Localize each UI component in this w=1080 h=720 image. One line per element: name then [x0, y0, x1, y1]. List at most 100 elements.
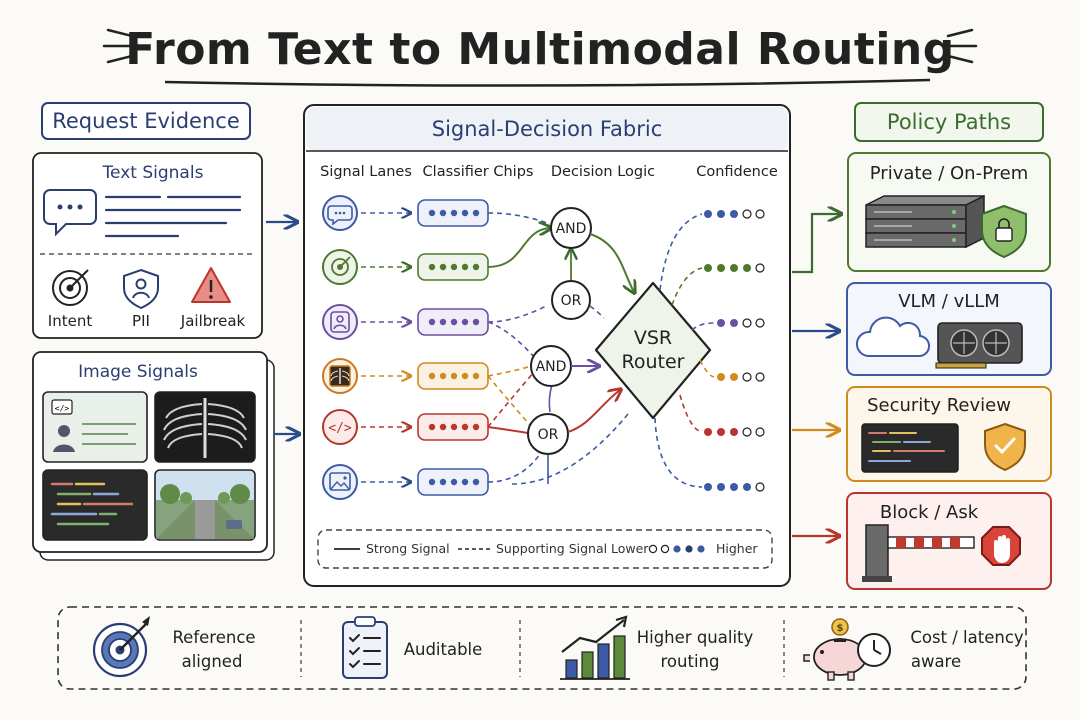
or1-to-router-link — [589, 305, 605, 319]
benefits-border — [57, 606, 1027, 690]
gate-and-2: AND — [530, 345, 572, 387]
or2-to-router-link — [567, 390, 620, 433]
gpu-card-icon — [935, 322, 1023, 369]
classifier-chip-4 — [417, 362, 489, 390]
image-signals-title: Image Signals — [78, 362, 198, 382]
confidence-row-1 — [704, 209, 765, 219]
shield-lock-icon — [981, 204, 1027, 259]
stop-hand-icon — [981, 526, 1021, 566]
title-underline — [164, 78, 931, 87]
growth-chart-icon — [560, 615, 630, 680]
text-lines-icon — [104, 195, 242, 238]
legend-strong-label: Strong Signal — [366, 541, 450, 556]
gate-or-2: OR — [527, 413, 569, 455]
confidence-row-2 — [704, 263, 765, 273]
policy-label-block: Block / Ask — [880, 502, 979, 523]
benefit-3-line2: routing — [661, 652, 720, 671]
router-to-conf-5 — [679, 394, 703, 433]
chip3-to-or-link — [487, 304, 549, 323]
confidence-row-6 — [704, 482, 765, 492]
and1-to-router-link — [589, 233, 634, 292]
benefit-1-line1: Reference — [172, 628, 255, 647]
xray-thumbnail-icon — [154, 391, 256, 463]
router-label-line2: Router — [622, 351, 685, 373]
vsr-router-node: VSR Router — [594, 281, 712, 420]
gate-and-2-label: AND — [536, 359, 567, 375]
cloud-icon — [856, 316, 930, 358]
column-decision-logic: Decision Logic — [551, 164, 655, 180]
target-arrow-icon — [92, 616, 150, 678]
legend-confidence-scale — [648, 544, 705, 554]
confidence-row-4 — [717, 372, 765, 382]
router-to-conf-4 — [699, 359, 715, 378]
code-screen-icon — [861, 423, 959, 473]
chip2-to-and-link — [487, 228, 550, 268]
request-evidence-header-box — [41, 102, 251, 140]
code-screen-thumbnail-icon — [42, 469, 148, 541]
signal-decision-fabric-panel: Signal-Decision Fabric Signal Lanes Clas… — [303, 104, 791, 587]
lane-image-icon — [322, 464, 358, 500]
router-label-line1: VSR — [634, 327, 672, 349]
shield-check-icon — [984, 422, 1026, 472]
column-classifier-chips: Classifier Chips — [423, 164, 534, 180]
lane-xray-icon — [322, 358, 358, 394]
checklist-icon — [342, 616, 388, 679]
chip4-to-or2-link — [487, 375, 531, 426]
title-accent-right-icon — [946, 28, 978, 64]
chip4-to-and2-link — [487, 365, 533, 377]
svg-text:</>: </> — [328, 421, 352, 436]
legend-higher-label: Higher — [716, 541, 758, 556]
piggy-bank-clock-icon: $ — [803, 618, 891, 681]
policy-label-private: Private / On-Prem — [870, 163, 1028, 184]
lane-person-badge-icon — [322, 304, 358, 340]
svg-text:</>: </> — [55, 404, 70, 413]
lane-chat-icon — [322, 195, 358, 231]
benefits-bar: Reference aligned Auditable Higher quali… — [57, 606, 1027, 690]
chip3-to-and2-link — [487, 321, 535, 358]
chat-bubble-icon — [43, 189, 97, 237]
gate-or-1: OR — [551, 280, 591, 320]
lane6-to-router-link — [511, 413, 629, 485]
server-rack-icon — [865, 194, 985, 249]
title-group: From Text to Multimodal Routing — [102, 24, 978, 87]
router-to-conf-3 — [691, 322, 715, 331]
street-photo-thumbnail-icon — [154, 469, 256, 541]
chip6-to-or2-link — [487, 453, 541, 483]
classifier-chip-5 — [417, 413, 489, 441]
fabric-header-bg — [306, 107, 788, 151]
page-title: From Text to Multimodal Routing — [125, 24, 955, 75]
jailbreak-label: Jailbreak — [180, 312, 246, 330]
confidence-row-5 — [704, 427, 765, 437]
gate-or-2-label: OR — [538, 427, 559, 443]
request-evidence-header: Request Evidence — [52, 109, 240, 133]
confidence-row-3 — [717, 318, 765, 328]
legend-lower-label: Lower — [611, 541, 649, 556]
policy-paths-header-box — [854, 102, 1044, 142]
barrier-gate-icon — [862, 524, 975, 582]
benefit-3-line1: Higher quality — [637, 628, 754, 647]
fabric-header: Signal-Decision Fabric — [432, 117, 663, 141]
classifier-chip-6 — [417, 468, 489, 496]
fabric-legend: Strong Signal Supporting Signal Lower Hi… — [317, 529, 773, 569]
chip5-to-and2-link — [487, 371, 535, 428]
svg-text:$: $ — [837, 623, 844, 634]
policy-paths-header: Policy Paths — [887, 110, 1011, 134]
classifier-chip-2 — [417, 253, 489, 281]
pii-label: PII — [132, 312, 150, 330]
router-to-conf-2 — [671, 267, 703, 306]
text-signals-title: Text Signals — [102, 163, 204, 183]
gate-or-1-label: OR — [561, 293, 582, 309]
title-accent-left-icon — [102, 28, 134, 64]
lane-target-icon — [322, 249, 358, 285]
or2-to-and2-link — [548, 384, 553, 413]
lane-code-icon: </> — [322, 409, 358, 445]
benefit-2-line1: Auditable — [404, 640, 483, 659]
id-card-thumbnail-icon: </> — [42, 391, 148, 463]
policy-paths-panel: Policy Paths Private / On-Prem VLM / vLL… — [792, 102, 1052, 590]
intent-icon — [52, 269, 89, 306]
classifier-chip-1 — [417, 199, 489, 227]
policy-label-security: Security Review — [867, 395, 1011, 416]
column-confidence: Confidence — [696, 164, 778, 180]
